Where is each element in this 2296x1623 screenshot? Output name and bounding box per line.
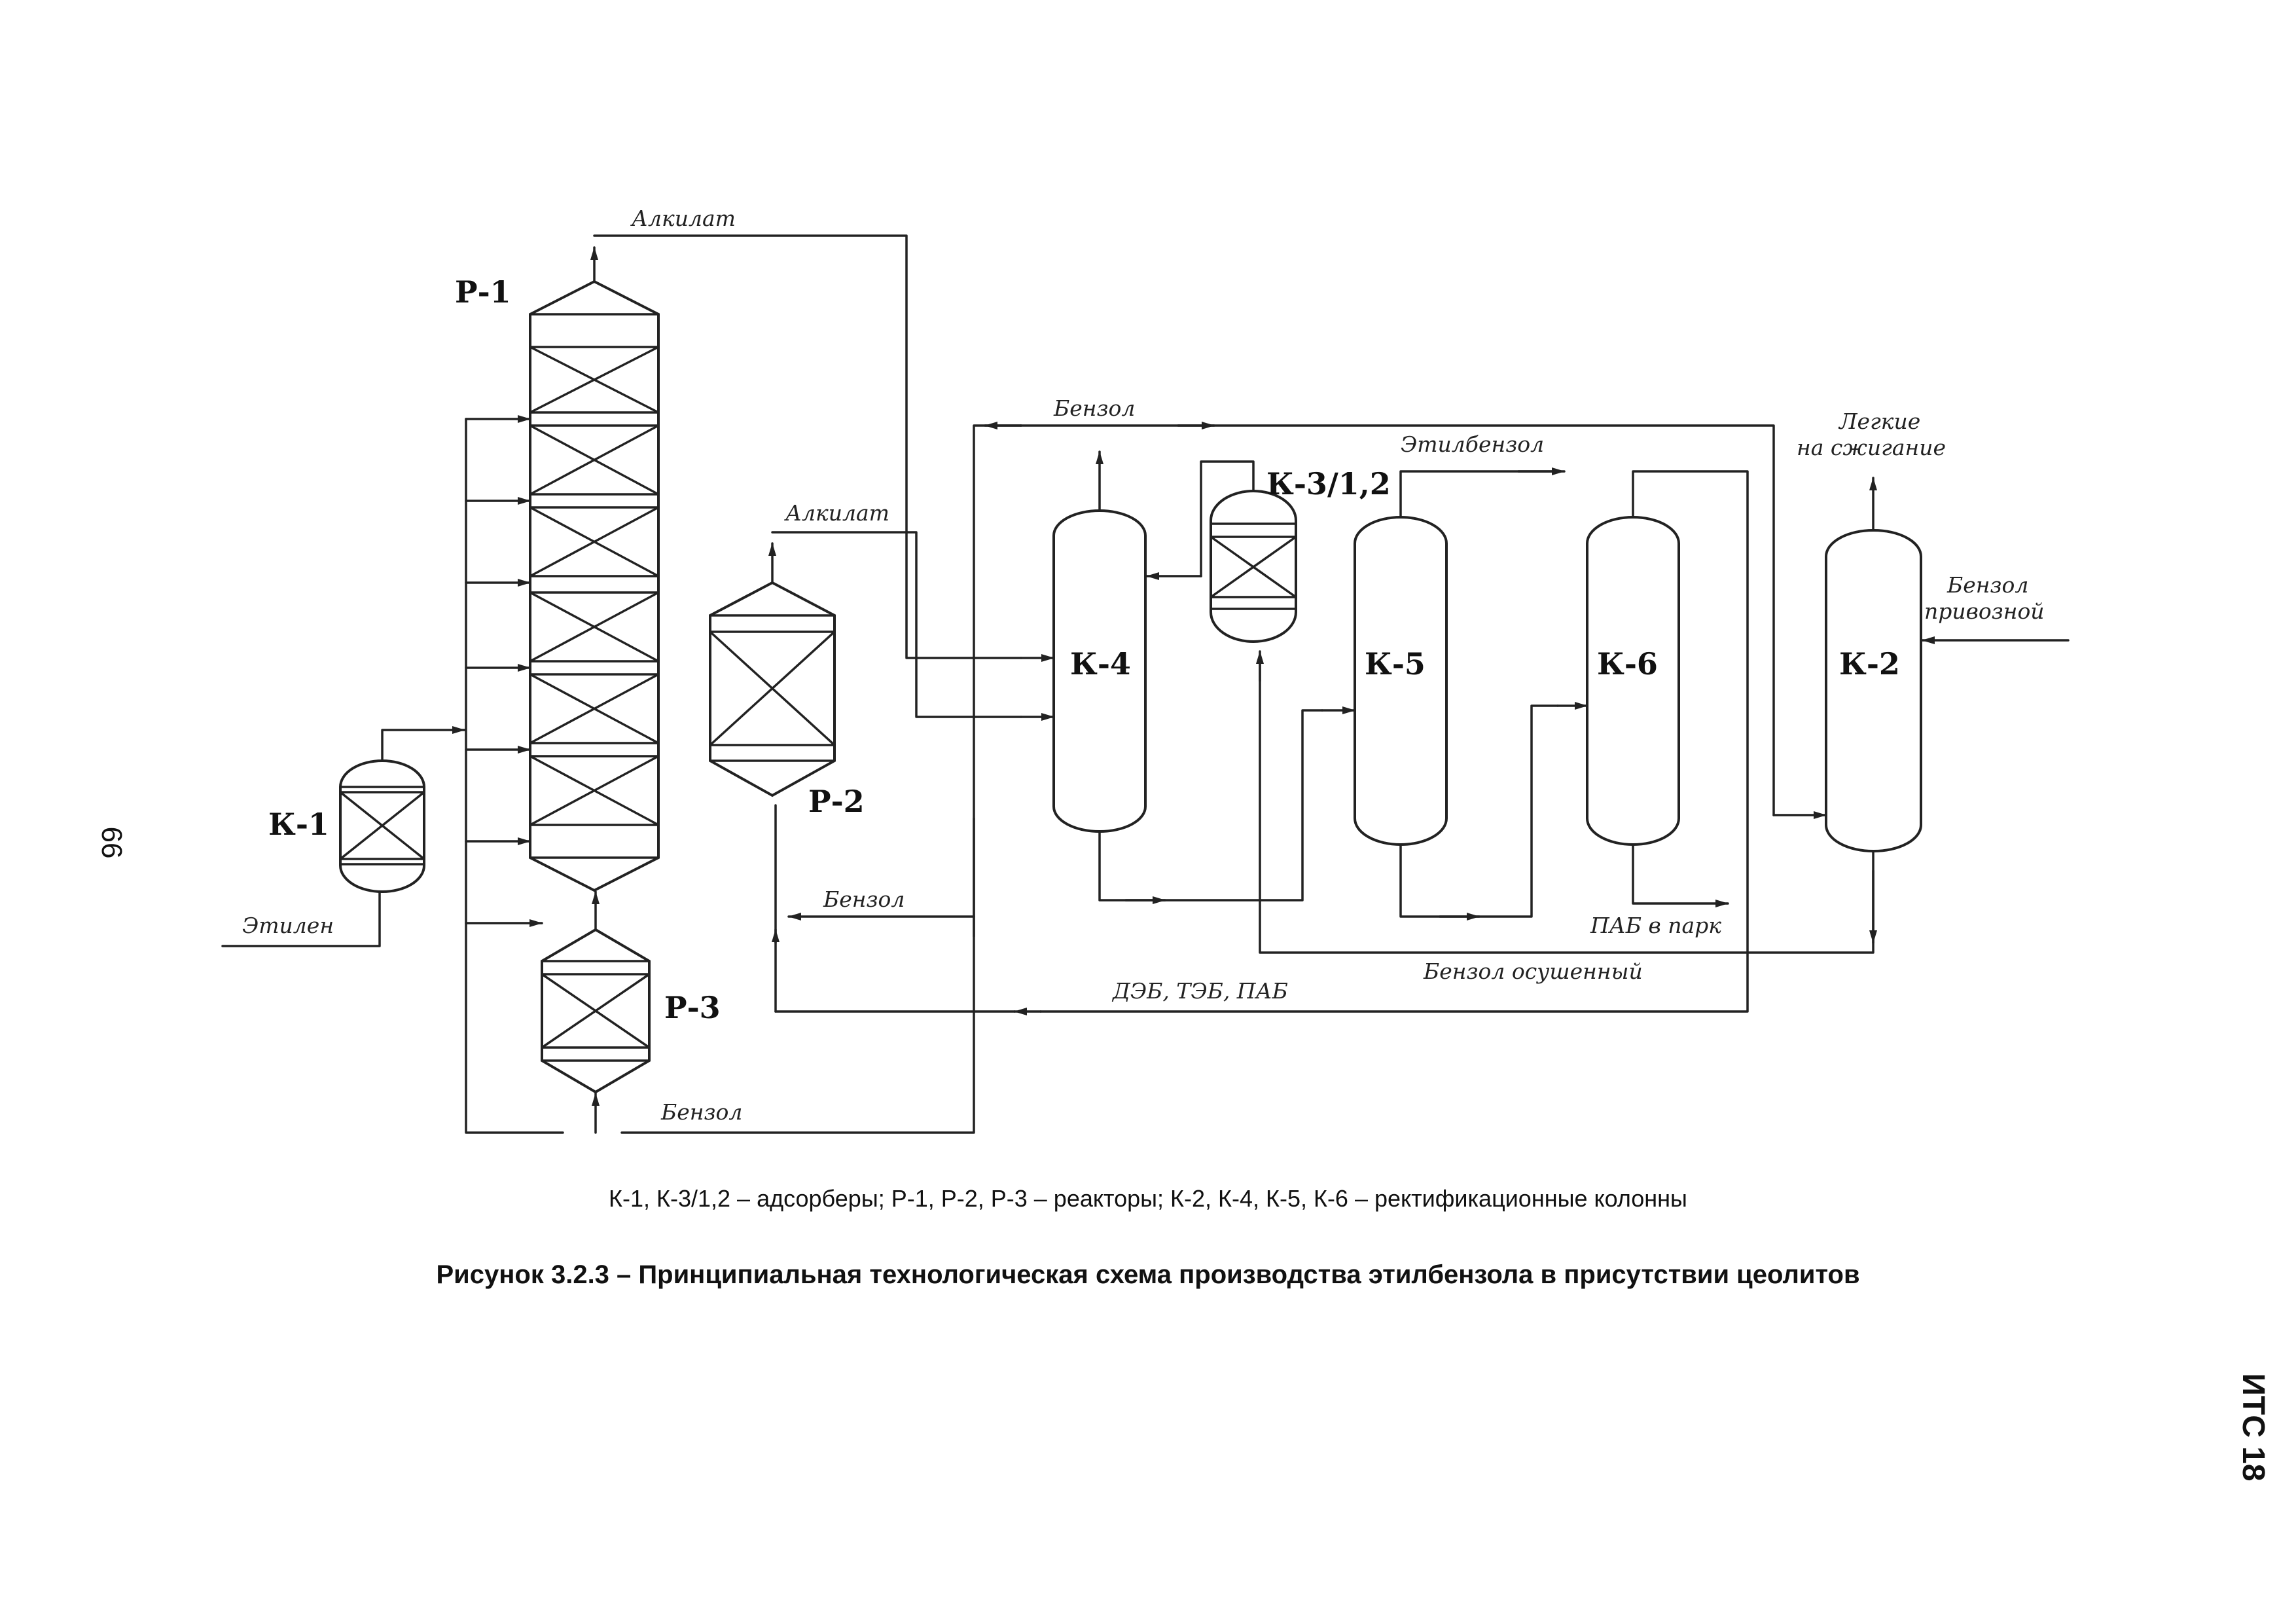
document-code: ИТС 18 [2236, 1373, 2270, 1482]
page-number: 66 [96, 826, 128, 859]
unit-label-p1: Р-1 [455, 274, 511, 310]
reactor-p1 [529, 280, 660, 892]
reactor-p2 [709, 581, 836, 797]
piping [221, 234, 2070, 1134]
stream-label-alkylate-p2: Алкилат [784, 500, 889, 526]
stream-label-benzene-bottom: Бензол [660, 1099, 742, 1125]
unit-label-k1: К-1 [268, 807, 329, 842]
stream-label-pab-park: ПАБ в парк [1590, 913, 1721, 938]
stream-label-benzene-top: Бензол [1053, 395, 1135, 421]
unit-label-k2: К-2 [1839, 646, 1900, 682]
unit-label-k4: К-4 [1070, 646, 1131, 682]
stream-label-light-2: на сжигание [1797, 435, 1946, 460]
unit-label-k6: К-6 [1597, 646, 1658, 682]
stream-label-deb-teb-pab: ДЭБ, ТЭБ, ПАБ [1111, 978, 1288, 1004]
stream-label-benzene-import-1: Бензол [1946, 572, 2028, 598]
stream-label-alkylate-top: Алкилат [630, 206, 736, 231]
unit-label-p2: Р-2 [808, 784, 865, 819]
figure-legend: К-1, К-3/1,2 – адсорберы; Р-1, Р-2, Р-3 … [609, 1185, 1687, 1212]
adsorber-k1 [339, 759, 425, 893]
stream-label-light-1: Легкие [1838, 409, 1920, 434]
stream-label-benzene-import-2: привозной [1924, 598, 2045, 624]
stream-label-ethylene: Этилен [242, 913, 334, 938]
unit-label-k5: К-5 [1365, 646, 1426, 682]
unit-label-k3: К-3/1,2 [1266, 466, 1391, 501]
stream-label-ethylbenzene: Этилбензол [1401, 431, 1544, 457]
adsorber-k3 [1210, 490, 1297, 643]
reactor-p3 [541, 928, 651, 1094]
stream-label-benzene-dried: Бензол осушенный [1423, 958, 1643, 984]
unit-label-p3: Р-3 [664, 990, 721, 1025]
figure-caption: Рисунок 3.2.3 – Принципиальная технологи… [436, 1260, 1860, 1289]
column-k2 [1825, 529, 1922, 852]
stream-label-benzene-p2: Бензол [823, 886, 905, 912]
